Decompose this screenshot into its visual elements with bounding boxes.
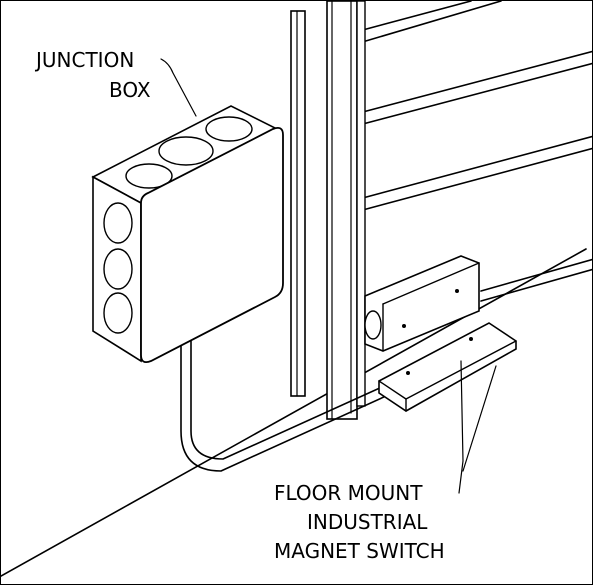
magnet-switch-door-part [364, 255, 480, 352]
knockout-side-2 [103, 248, 133, 290]
junction-box-label-line-2: BOX [107, 78, 153, 102]
door-frame-posts [290, 1, 366, 420]
wall-panel-rails [358, 1, 593, 302]
conduit [180, 340, 387, 472]
magnet-switch-label-line-1: FLOOR MOUNT [272, 481, 425, 505]
magnet-switch-label-line-2: INDUSTRIAL [305, 510, 430, 534]
floor-edge-line [1, 248, 587, 577]
knockout-top-1 [125, 163, 173, 189]
leader-lines [160, 58, 497, 494]
knockout-side-3 [103, 292, 133, 334]
knockout-top-3 [205, 116, 253, 142]
magnet-switch-label-line-3: MAGNET SWITCH [272, 539, 447, 563]
magnet-switch-floor-part [378, 322, 517, 412]
knockout-side-1 [103, 202, 133, 244]
junction-box [91, 105, 284, 364]
junction-box-label-line-1: JUNCTION [34, 48, 137, 72]
knockout-top-2 [158, 136, 214, 166]
junction-box-cover [140, 126, 284, 364]
